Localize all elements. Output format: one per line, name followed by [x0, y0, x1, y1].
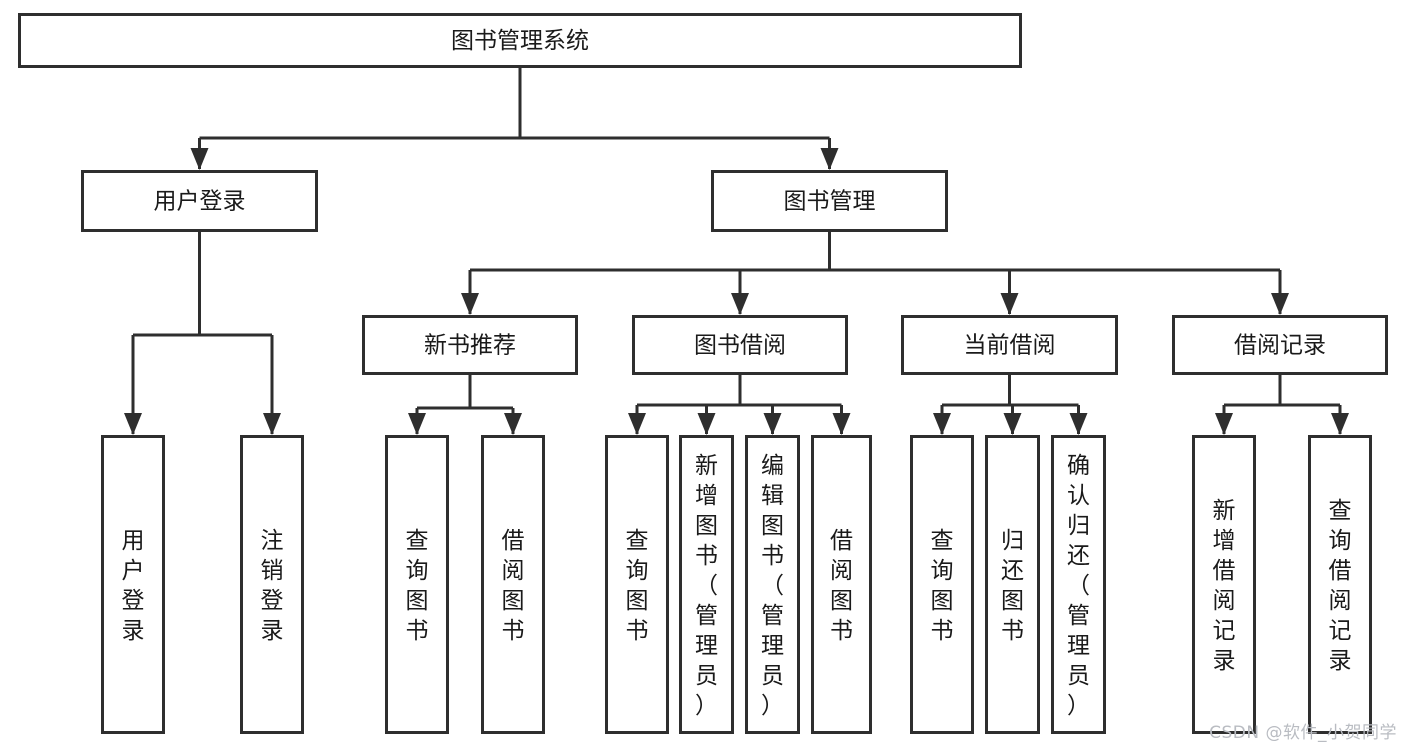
- arrowhead-icon: [763, 413, 782, 435]
- node-leaf-user-login[interactable]: 用户登录: [101, 435, 165, 734]
- node-label: 用户登录: [154, 189, 246, 215]
- connector-l3-book-borrow: [628, 375, 851, 435]
- arrowhead-icon: [190, 148, 209, 170]
- arrowhead-icon: [1215, 413, 1233, 435]
- node-leaf-query-book-1[interactable]: 查询图书: [385, 435, 449, 734]
- watermark-text: CSDN @软件_小贺同学: [1209, 723, 1397, 743]
- node-label: 注销登录: [261, 528, 284, 644]
- connector-root: [190, 68, 839, 170]
- arrowhead-icon: [697, 413, 716, 435]
- node-label: 确认归还（管理员）: [1067, 453, 1090, 719]
- node-label: 新增借阅记录: [1213, 498, 1236, 674]
- node-label: 借阅图书: [502, 528, 525, 644]
- node-leaf-add-book-admin[interactable]: 新增图书（管理员）: [679, 435, 734, 734]
- arrowhead-icon: [1003, 413, 1022, 435]
- connector-l2-user-login: [124, 232, 281, 435]
- arrowhead-icon: [504, 413, 522, 435]
- node-label: 图书管理系统: [451, 28, 589, 54]
- node-leaf-return-book[interactable]: 归还图书: [985, 435, 1040, 734]
- node-label: 新增图书（管理员）: [695, 453, 718, 719]
- node-label: 归还图书: [1001, 528, 1024, 644]
- node-label: 图书借阅: [694, 333, 786, 359]
- node-leaf-borrow-book-1[interactable]: 借阅图书: [481, 435, 545, 734]
- arrowhead-icon: [820, 148, 839, 170]
- arrowhead-icon: [408, 413, 426, 435]
- connector-layer: [124, 68, 1349, 435]
- arrowhead-icon: [1331, 413, 1349, 435]
- arrowhead-icon: [461, 293, 479, 315]
- connector-l3-current-borrow: [933, 375, 1088, 435]
- connector-l3-borrow-record: [1215, 375, 1349, 435]
- node-label: 图书管理: [784, 189, 876, 215]
- node-label: 借阅图书: [830, 528, 853, 644]
- node-l3-borrow-record[interactable]: 借阅记录: [1172, 315, 1388, 375]
- node-leaf-confirm-return-admin[interactable]: 确认归还（管理员）: [1051, 435, 1106, 734]
- node-label: 新书推荐: [424, 333, 516, 359]
- arrowhead-icon: [731, 293, 749, 315]
- node-leaf-borrow-book-2[interactable]: 借阅图书: [811, 435, 872, 734]
- connector-l3-new-book-rec: [408, 375, 522, 435]
- arrowhead-icon: [1000, 293, 1019, 315]
- arrowhead-icon: [1271, 293, 1289, 315]
- node-leaf-edit-book-admin[interactable]: 编辑图书（管理员）: [745, 435, 800, 734]
- node-label: 查询借阅记录: [1329, 498, 1352, 674]
- arrowhead-icon: [1069, 413, 1088, 435]
- node-layer: 图书管理系统用户登录图书管理新书推荐图书借阅当前借阅借阅记录用户登录注销登录查询…: [18, 13, 1388, 734]
- node-label: 用户登录: [122, 528, 145, 644]
- arrowhead-icon: [933, 413, 951, 435]
- node-leaf-logout[interactable]: 注销登录: [240, 435, 304, 734]
- arrowhead-icon: [263, 413, 281, 435]
- node-label: 编辑图书（管理员）: [761, 453, 784, 719]
- node-l3-current-borrow[interactable]: 当前借阅: [901, 315, 1118, 375]
- node-label: 查询图书: [406, 528, 429, 644]
- node-l2-book-manage[interactable]: 图书管理: [711, 170, 948, 232]
- arrowhead-icon: [832, 413, 851, 435]
- node-root[interactable]: 图书管理系统: [18, 13, 1022, 68]
- node-l3-new-book-rec[interactable]: 新书推荐: [362, 315, 578, 375]
- node-l2-user-login[interactable]: 用户登录: [81, 170, 318, 232]
- node-leaf-query-book-3[interactable]: 查询图书: [910, 435, 974, 734]
- node-l3-book-borrow[interactable]: 图书借阅: [632, 315, 848, 375]
- arrowhead-icon: [124, 413, 142, 435]
- node-leaf-query-borrow-record[interactable]: 查询借阅记录: [1308, 435, 1372, 734]
- node-leaf-query-book-2[interactable]: 查询图书: [605, 435, 669, 734]
- arrowhead-icon: [628, 413, 646, 435]
- node-leaf-add-borrow-record[interactable]: 新增借阅记录: [1192, 435, 1256, 734]
- node-label: 查询图书: [931, 528, 954, 644]
- node-label: 查询图书: [626, 528, 649, 644]
- connector-l2-book-manage: [461, 232, 1289, 315]
- node-label: 借阅记录: [1234, 333, 1326, 359]
- node-label: 当前借阅: [964, 333, 1056, 359]
